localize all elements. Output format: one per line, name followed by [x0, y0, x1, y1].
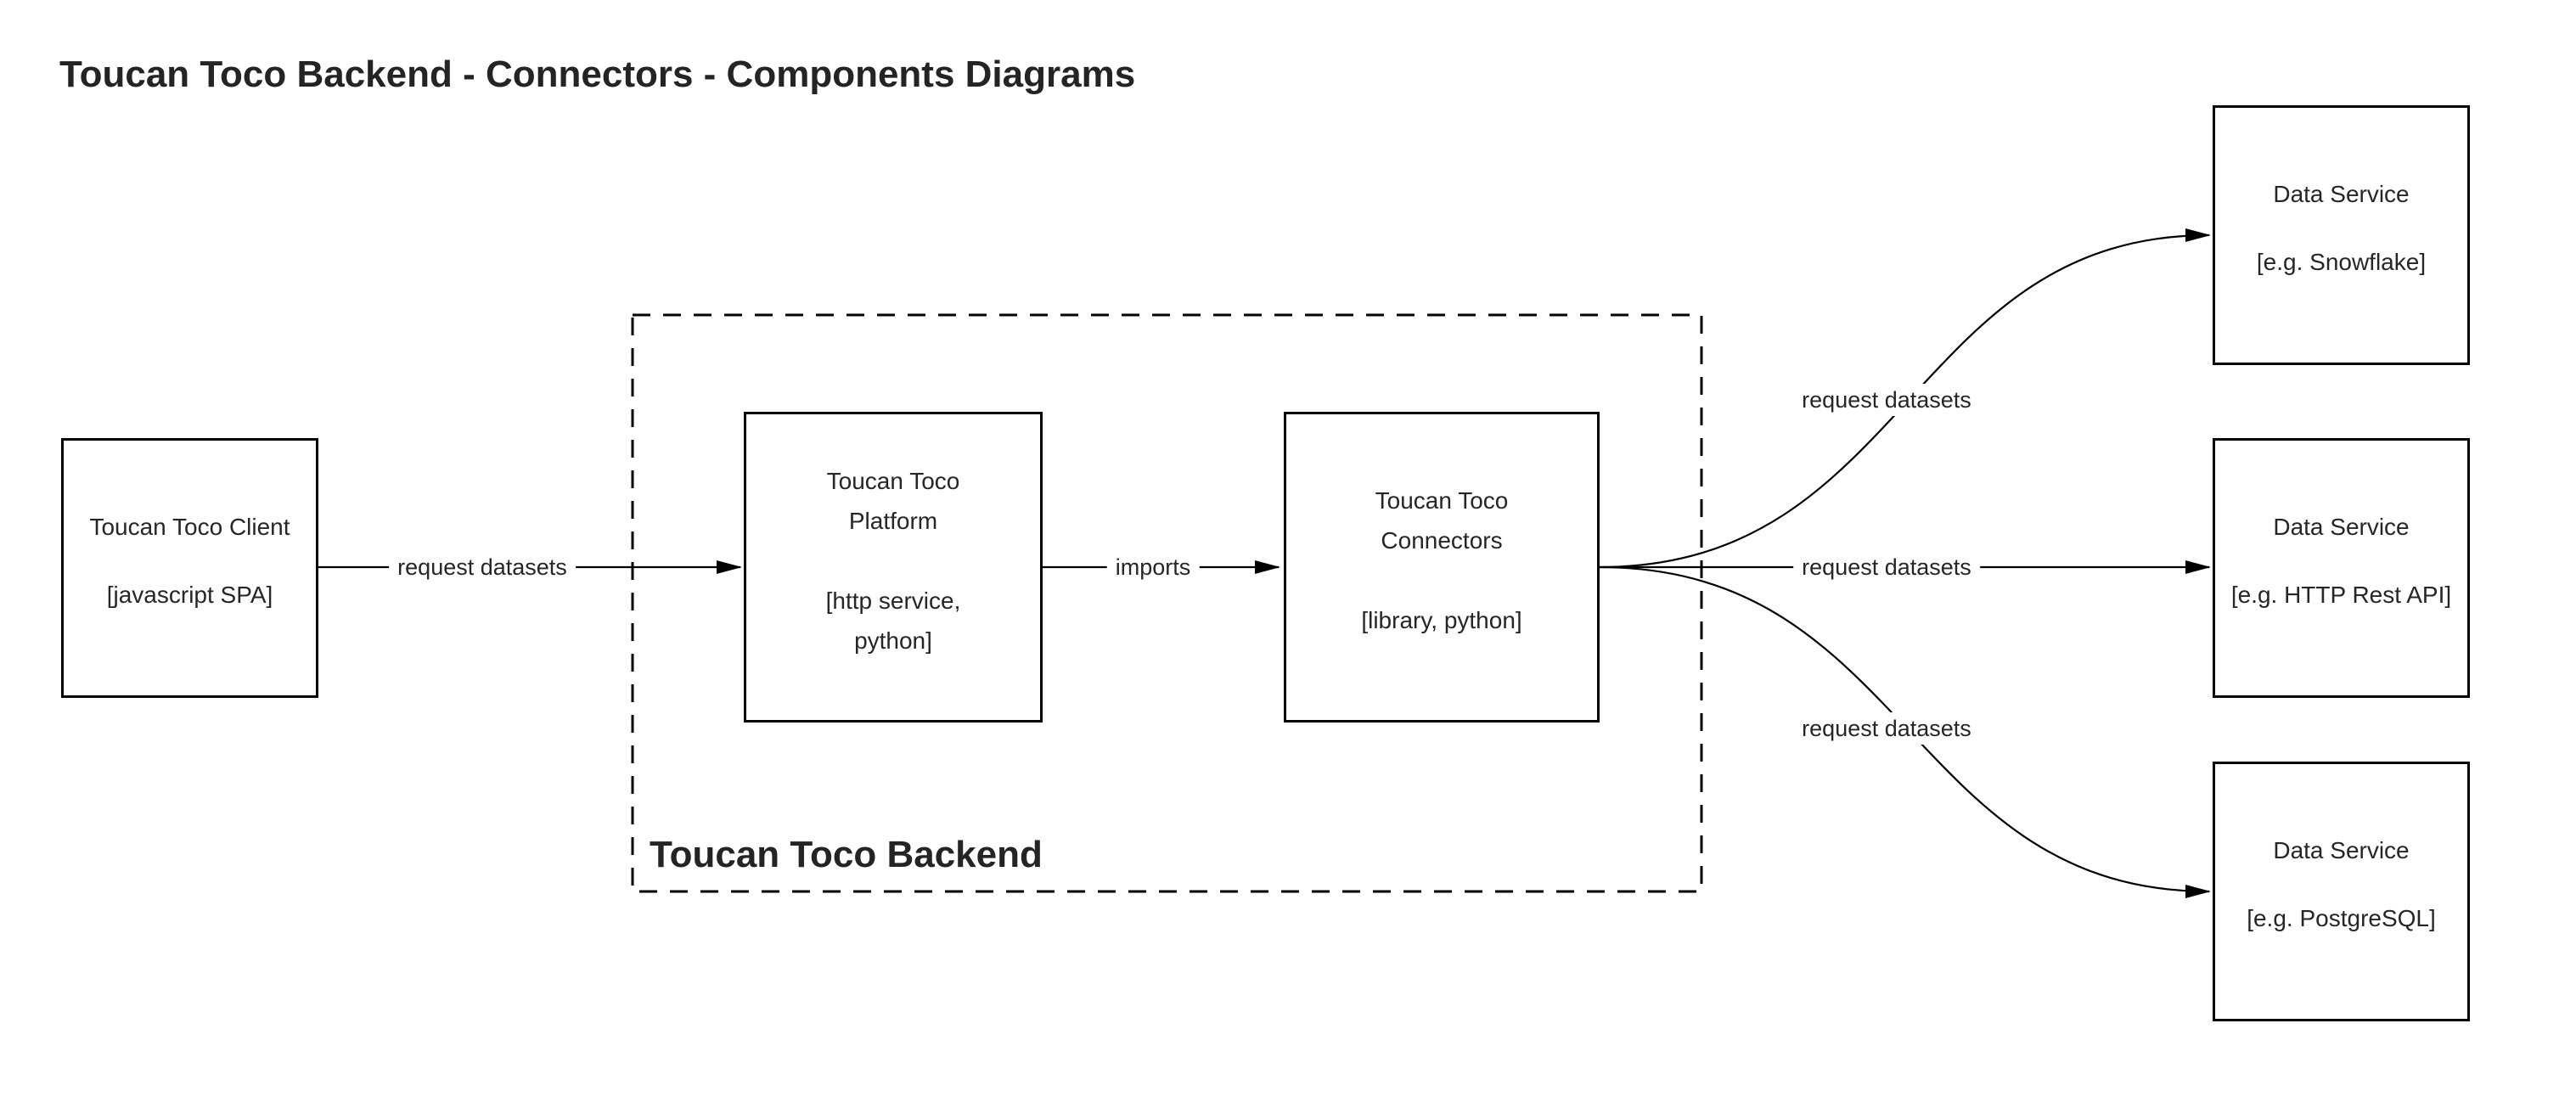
node-subtitle: [e.g. Snowflake]	[2256, 249, 2427, 275]
node-subtitle: [http service, python]	[825, 587, 961, 654]
node-toucan-toco-platform: Toucan Toco Platform [http service, pyth…	[744, 412, 1043, 723]
node-subtitle: [library, python]	[1361, 607, 1522, 633]
node-subtitle: [e.g. PostgreSQL]	[2247, 905, 2436, 931]
edge-label-platform-connectors: imports	[1106, 551, 1200, 583]
node-data-service-postgresql: Data Service [e.g. PostgreSQL]	[2213, 762, 2470, 1021]
edge-label-client-platform: request datasets	[389, 551, 576, 583]
node-subtitle: [e.g. HTTP Rest API]	[2230, 582, 2452, 608]
backend-container-border	[631, 313, 1703, 893]
node-title: Data Service	[2273, 181, 2410, 207]
node-title: Toucan Toco Platform	[826, 467, 960, 534]
node-toucan-toco-connectors: Toucan Toco Connectors [library, python]	[1284, 412, 1600, 723]
node-data-service-http-rest-api: Data Service [e.g. HTTP Rest API]	[2213, 438, 2470, 698]
node-title: Toucan Toco Client	[89, 514, 290, 540]
node-toucan-toco-client: Toucan Toco Client [javascript SPA]	[61, 438, 318, 698]
page-title: Toucan Toco Backend - Connectors - Compo…	[59, 53, 1136, 95]
backend-container-label: Toucan Toco Backend	[650, 834, 1043, 875]
edge-label-connectors-postgres: request datasets	[1793, 712, 1980, 745]
node-title: Data Service	[2273, 837, 2410, 863]
node-title: Data Service	[2273, 514, 2410, 540]
edge-label-connectors-snowflake: request datasets	[1793, 384, 1980, 416]
edge-label-connectors-http: request datasets	[1793, 551, 1980, 583]
node-data-service-snowflake: Data Service [e.g. Snowflake]	[2213, 105, 2470, 365]
node-subtitle: [javascript SPA]	[106, 582, 273, 608]
node-title: Toucan Toco Connectors	[1375, 487, 1509, 554]
